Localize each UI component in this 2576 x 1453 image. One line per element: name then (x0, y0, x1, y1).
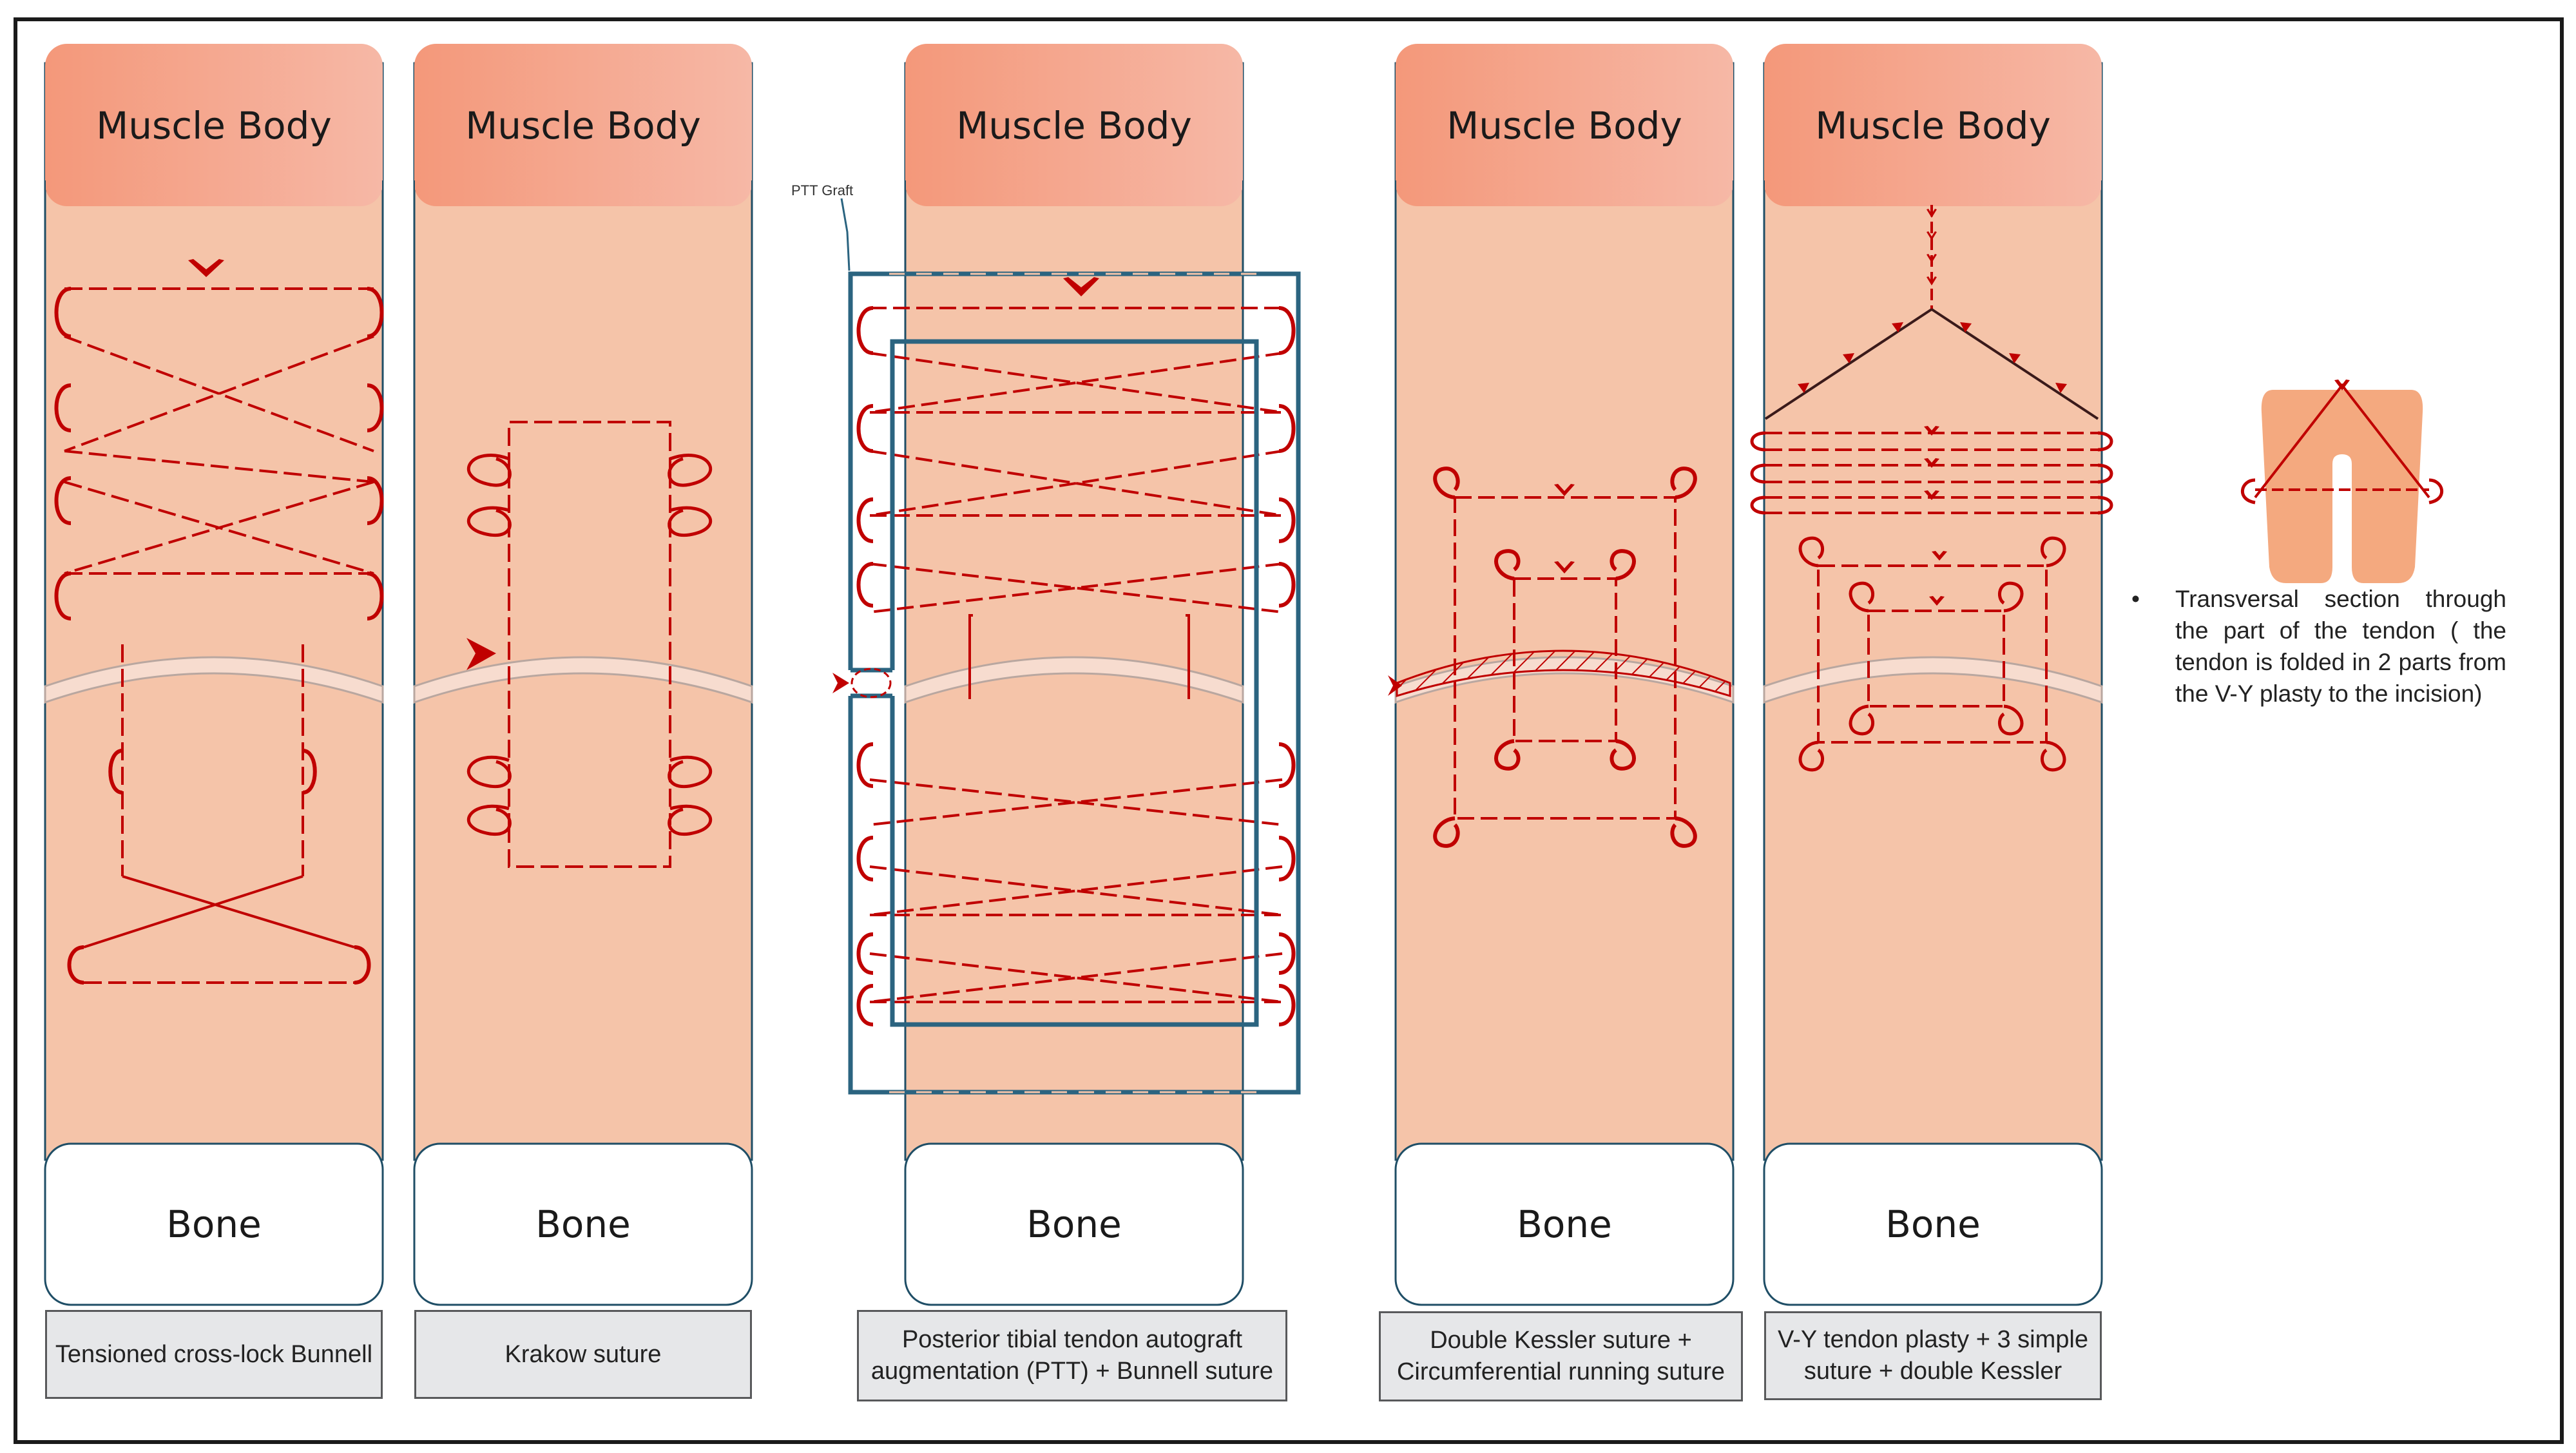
panel-5-header: Muscle Body (1815, 104, 2051, 148)
krakow-suture-pattern (466, 421, 713, 868)
panel-1-incision (44, 656, 384, 704)
panel-5-caption: V-Y tendon plasty + 3 simple suture + do… (1764, 1311, 2102, 1400)
panel-5-edge (1764, 180, 2102, 206)
panel-4-muscle-body (1396, 44, 1733, 206)
panel-4-tendon (1394, 62, 1735, 1161)
panel-3-tendon (904, 62, 1244, 1161)
ptt-bunnell-suture-pattern (856, 306, 1296, 1026)
panel-1-tendon (44, 62, 384, 1161)
ptt-graft-outline (848, 271, 1301, 1095)
panel-1-muscle-body (45, 44, 383, 206)
graft-pointer (840, 198, 851, 271)
panel-2-bone-label: Bone (535, 1202, 631, 1246)
knot-marker-icon (1554, 484, 1575, 496)
knot-marker-icon (2334, 380, 2350, 390)
panel-5-bone-label: Bone (1885, 1202, 1981, 1246)
panel-3-incision (904, 656, 1244, 704)
panel-3-header: Muscle Body (956, 104, 1192, 148)
panel-2-incision (413, 656, 753, 704)
knot-marker-icon (466, 638, 496, 670)
panel-2-tendon (413, 62, 753, 1161)
knot-marker-icon (1388, 675, 1402, 696)
panel-1-bone-label: Bone (166, 1202, 262, 1246)
panels-group (44, 44, 2103, 1306)
panel-2-header: Muscle Body (465, 104, 701, 148)
panel-2-muscle-body (414, 44, 752, 206)
panel-3-caption: Posterior tibial tendon autograft augmen… (857, 1310, 1287, 1401)
panel-4-bone (1394, 1142, 1735, 1306)
figure-frame (14, 17, 2564, 1444)
bunnell-suture-pattern (54, 287, 384, 985)
panel-1-caption: Tensioned cross-lock Bunnell (45, 1310, 383, 1399)
panel-1-edge (44, 180, 383, 206)
note-text: Transversal section through the part of … (2175, 586, 2506, 707)
panel-3-bone (904, 1142, 1244, 1306)
panel-5-incision (1763, 656, 2103, 704)
knot-marker-icon (188, 259, 224, 277)
panel-4-bone-label: Bone (1517, 1202, 1612, 1246)
vy-knot-markers (1798, 209, 2067, 606)
panel-2-bone (413, 1142, 753, 1306)
knot-marker-icon (1063, 277, 1099, 296)
panel-5-muscle-body (1764, 44, 2102, 206)
knot-marker-icon (1554, 561, 1575, 573)
panel-3-edge (905, 180, 1244, 206)
panel-1-header: Muscle Body (96, 104, 332, 148)
ptt-graft-label: PTT Graft (791, 182, 854, 198)
panel-2-caption: Krakow suture (414, 1310, 752, 1399)
panel-3-muscle-body (905, 44, 1243, 206)
panel-3-bone-label: Bone (1026, 1202, 1122, 1246)
panel-4-header: Muscle Body (1447, 104, 1682, 148)
panel-1-bone (44, 1142, 384, 1306)
panel-5-bone (1763, 1142, 2103, 1306)
transversal-section-figure (2241, 380, 2443, 583)
transversal-section-note: • Transversal section through the part o… (2131, 583, 2506, 709)
panel-2-edge (414, 180, 753, 206)
note-bullet: • (2131, 586, 2140, 612)
graft-junction-loop (851, 668, 892, 698)
circumferential-running-suture (1396, 650, 1731, 698)
panel-4-caption: Double Kessler suture + Circumferential … (1379, 1311, 1743, 1401)
panel-4-edge (1395, 180, 1734, 206)
knot-marker-icon (832, 673, 849, 693)
